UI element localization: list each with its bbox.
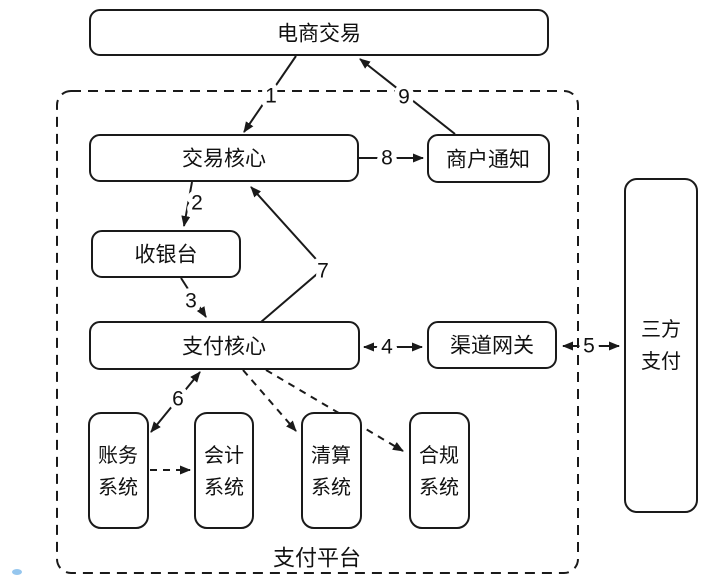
- node-ledger-system: [88, 412, 149, 529]
- edge-label-6: 6: [172, 388, 184, 411]
- node-cashier-label: 收银台: [135, 244, 198, 267]
- edge-label-3: 3: [185, 290, 197, 313]
- node-cashier: [91, 230, 241, 278]
- dashed-arrow-payment-core-to-clearing: [242, 369, 297, 432]
- node-trade-core: [89, 134, 359, 182]
- edge-label-9: 9: [398, 86, 410, 109]
- node-trade-core-label: 交易核心: [182, 148, 266, 171]
- edge-label-7: 7: [317, 260, 329, 283]
- node-ecommerce: [89, 9, 549, 56]
- node-clearing-system: [301, 412, 362, 529]
- node-clearing-system-label-line1: 清算: [311, 444, 351, 467]
- arrow-9-merchant-notify-to-ecommerce: [359, 58, 456, 135]
- node-accounting-system: [194, 412, 254, 529]
- edge-label-2: 2: [191, 192, 203, 215]
- node-ledger-system-label-line1: 账务: [98, 444, 138, 467]
- edge-label-4: 4: [381, 336, 393, 359]
- node-compliance-system: [409, 412, 470, 529]
- node-payment-core-label: 支付核心: [182, 336, 266, 359]
- artifact-dot: [12, 569, 22, 575]
- payment-platform-container: [56, 90, 579, 574]
- arrow-1-ecommerce-to-trade-core: [243, 55, 297, 133]
- arrow-2-trade-core-to-cashier: [181, 181, 193, 227]
- node-ledger-system-label-line2: 系统: [98, 476, 138, 499]
- node-merchant-notify: [427, 134, 550, 183]
- dashed-arrow-payment-core-to-compliance: [265, 369, 404, 452]
- node-clearing-system-label-line2: 系统: [311, 476, 351, 499]
- node-compliance-system-label-line2: 系统: [419, 476, 459, 499]
- node-third-party-payment-label-line2: 支付: [641, 350, 681, 373]
- node-channel-gateway-label: 渠道网关: [450, 335, 534, 358]
- arrow-3-cashier-to-payment-core: [180, 277, 207, 318]
- edge-label-8: 8: [381, 147, 393, 170]
- payment-platform-label: 支付平台: [273, 546, 361, 571]
- node-channel-gateway: [427, 321, 557, 369]
- edge-label-5: 5: [583, 335, 595, 358]
- node-compliance-system-label-line1: 合规: [419, 444, 459, 467]
- edge-label-1: 1: [265, 85, 277, 108]
- node-ecommerce-label: 电商交易: [277, 23, 361, 46]
- node-merchant-notify-label: 商户通知: [446, 149, 530, 172]
- arrow-7-payment-core-to-trade-core: [250, 186, 326, 323]
- arrow-6-payment-core-ledger: [150, 371, 201, 433]
- node-payment-core: [89, 321, 360, 370]
- node-accounting-system-label-line1: 会计: [204, 444, 244, 467]
- node-third-party-payment-label-line1: 三方: [641, 318, 681, 341]
- node-third-party-payment: [624, 178, 698, 513]
- node-accounting-system-label-line2: 系统: [204, 476, 244, 499]
